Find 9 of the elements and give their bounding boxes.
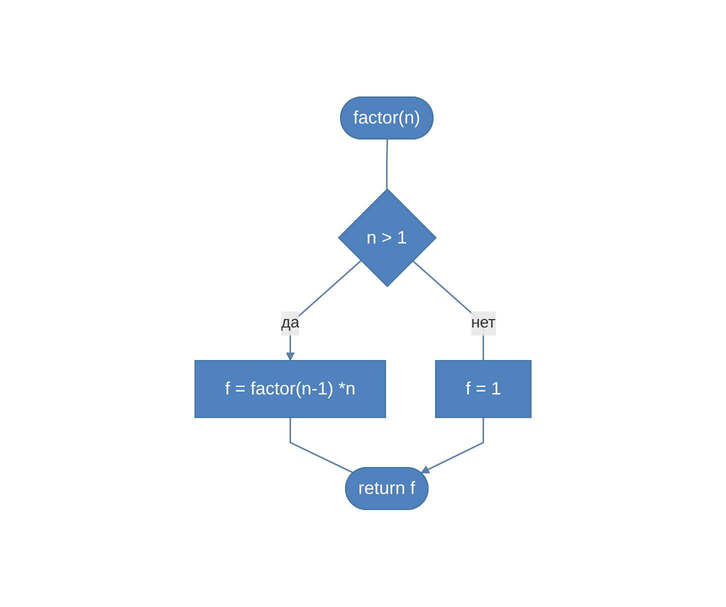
arrow (286, 260, 362, 362)
arrow (420, 418, 484, 474)
edge-label: да (281, 314, 300, 332)
edge-label: нет (471, 314, 496, 332)
connector (386, 140, 388, 190)
node-box: f = factor(n-1) *n (194, 360, 386, 418)
node-box: f = 1 (435, 360, 532, 418)
connector (289, 418, 354, 474)
node-diamond: n > 1 (338, 188, 437, 288)
